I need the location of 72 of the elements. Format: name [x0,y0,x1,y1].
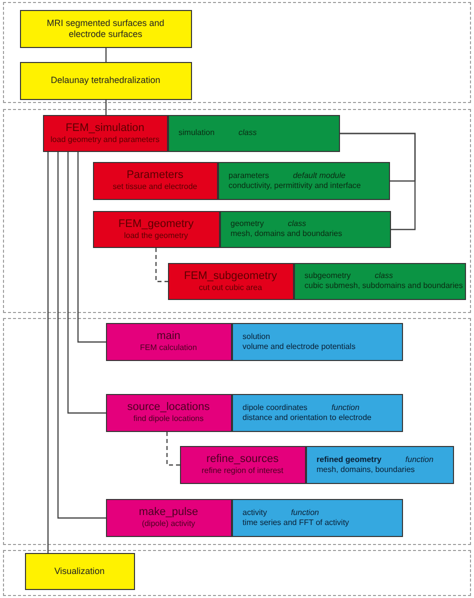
module-box [92,210,220,248]
module-description: set tissue and electrode [112,182,198,192]
type-label: function [405,454,434,464]
module-name: main [156,330,180,344]
description-text: conductivity, permittivity and interface [228,180,362,190]
description-text: volume and electrode potentials [242,342,356,352]
module-description: cut out cubic area [198,282,262,292]
module-description: refine region of interest [202,466,284,476]
connector-line [340,132,416,230]
type-label: class [288,219,306,229]
module-name: FEM_simulation [66,122,144,135]
type-label: class [374,271,393,281]
connector-line [67,152,106,414]
description-text: refined geometry [316,454,382,464]
dashed-section-frame [3,550,471,596]
dashed-section-frame [3,2,471,103]
dashed-section-frame [3,318,471,545]
type-label: function [331,402,360,412]
description-box [168,114,340,152]
description-text: time series and FFT of activity [242,518,350,528]
box-label: MRI segmented surfaces and electrode surfaces [46,18,166,40]
module-description: load geometry and parameters [50,134,160,144]
module-description: (dipole) activity [142,519,196,529]
connector-line [105,48,107,62]
module-box [106,322,232,360]
module-name: source_locations [127,401,210,414]
module-box [180,446,306,484]
box-label: Delaunay tetrahedralization [50,75,160,86]
dashed-section-frame [3,109,471,313]
module-name: Parameters [126,169,184,182]
type-label: class [238,128,257,138]
module-description: load the geometry [124,230,188,240]
description-box [220,210,390,248]
description-box [232,394,402,432]
connector-line [166,432,180,466]
module-name: FEM_subgeometry [184,270,277,283]
description-text: distance and orientation to electrode [242,412,372,422]
module-box [168,262,294,300]
description-box [306,446,454,484]
description-box [294,262,466,300]
connector-line [77,152,106,343]
description-text: mesh, domains and boundaries [230,229,344,239]
process-box [24,552,134,590]
description-text: solution [242,332,272,342]
connector-line [47,152,49,553]
process-box [20,10,192,48]
description-box [232,498,402,536]
connector-line [57,152,106,519]
description-text: simulation [178,128,215,138]
module-box [106,394,232,432]
module-name: FEM_geometry [118,218,194,231]
connector-line [155,248,168,282]
process-box [20,62,192,100]
module-box [106,498,232,536]
description-box [232,322,402,360]
description-text: parameters [228,170,269,180]
description-text: activity [242,508,267,518]
description-text: dipole coordinates [242,402,308,412]
module-box [92,162,218,200]
module-name: refine_sources [206,453,279,466]
box-label: Visualization [54,566,105,576]
module-name: make_pulse [138,506,198,520]
description-box [218,162,390,200]
type-label: function [290,508,319,518]
module-description: FEM calculation [140,343,197,353]
description-text: geometry [230,219,264,229]
type-label: default module [292,170,346,180]
description-text: mesh, domains, boundaries [316,464,416,474]
module-description: find dipole locations [133,414,204,424]
module-box [42,114,168,152]
description-text: subgeometry [304,271,351,281]
connector-line [105,100,107,115]
